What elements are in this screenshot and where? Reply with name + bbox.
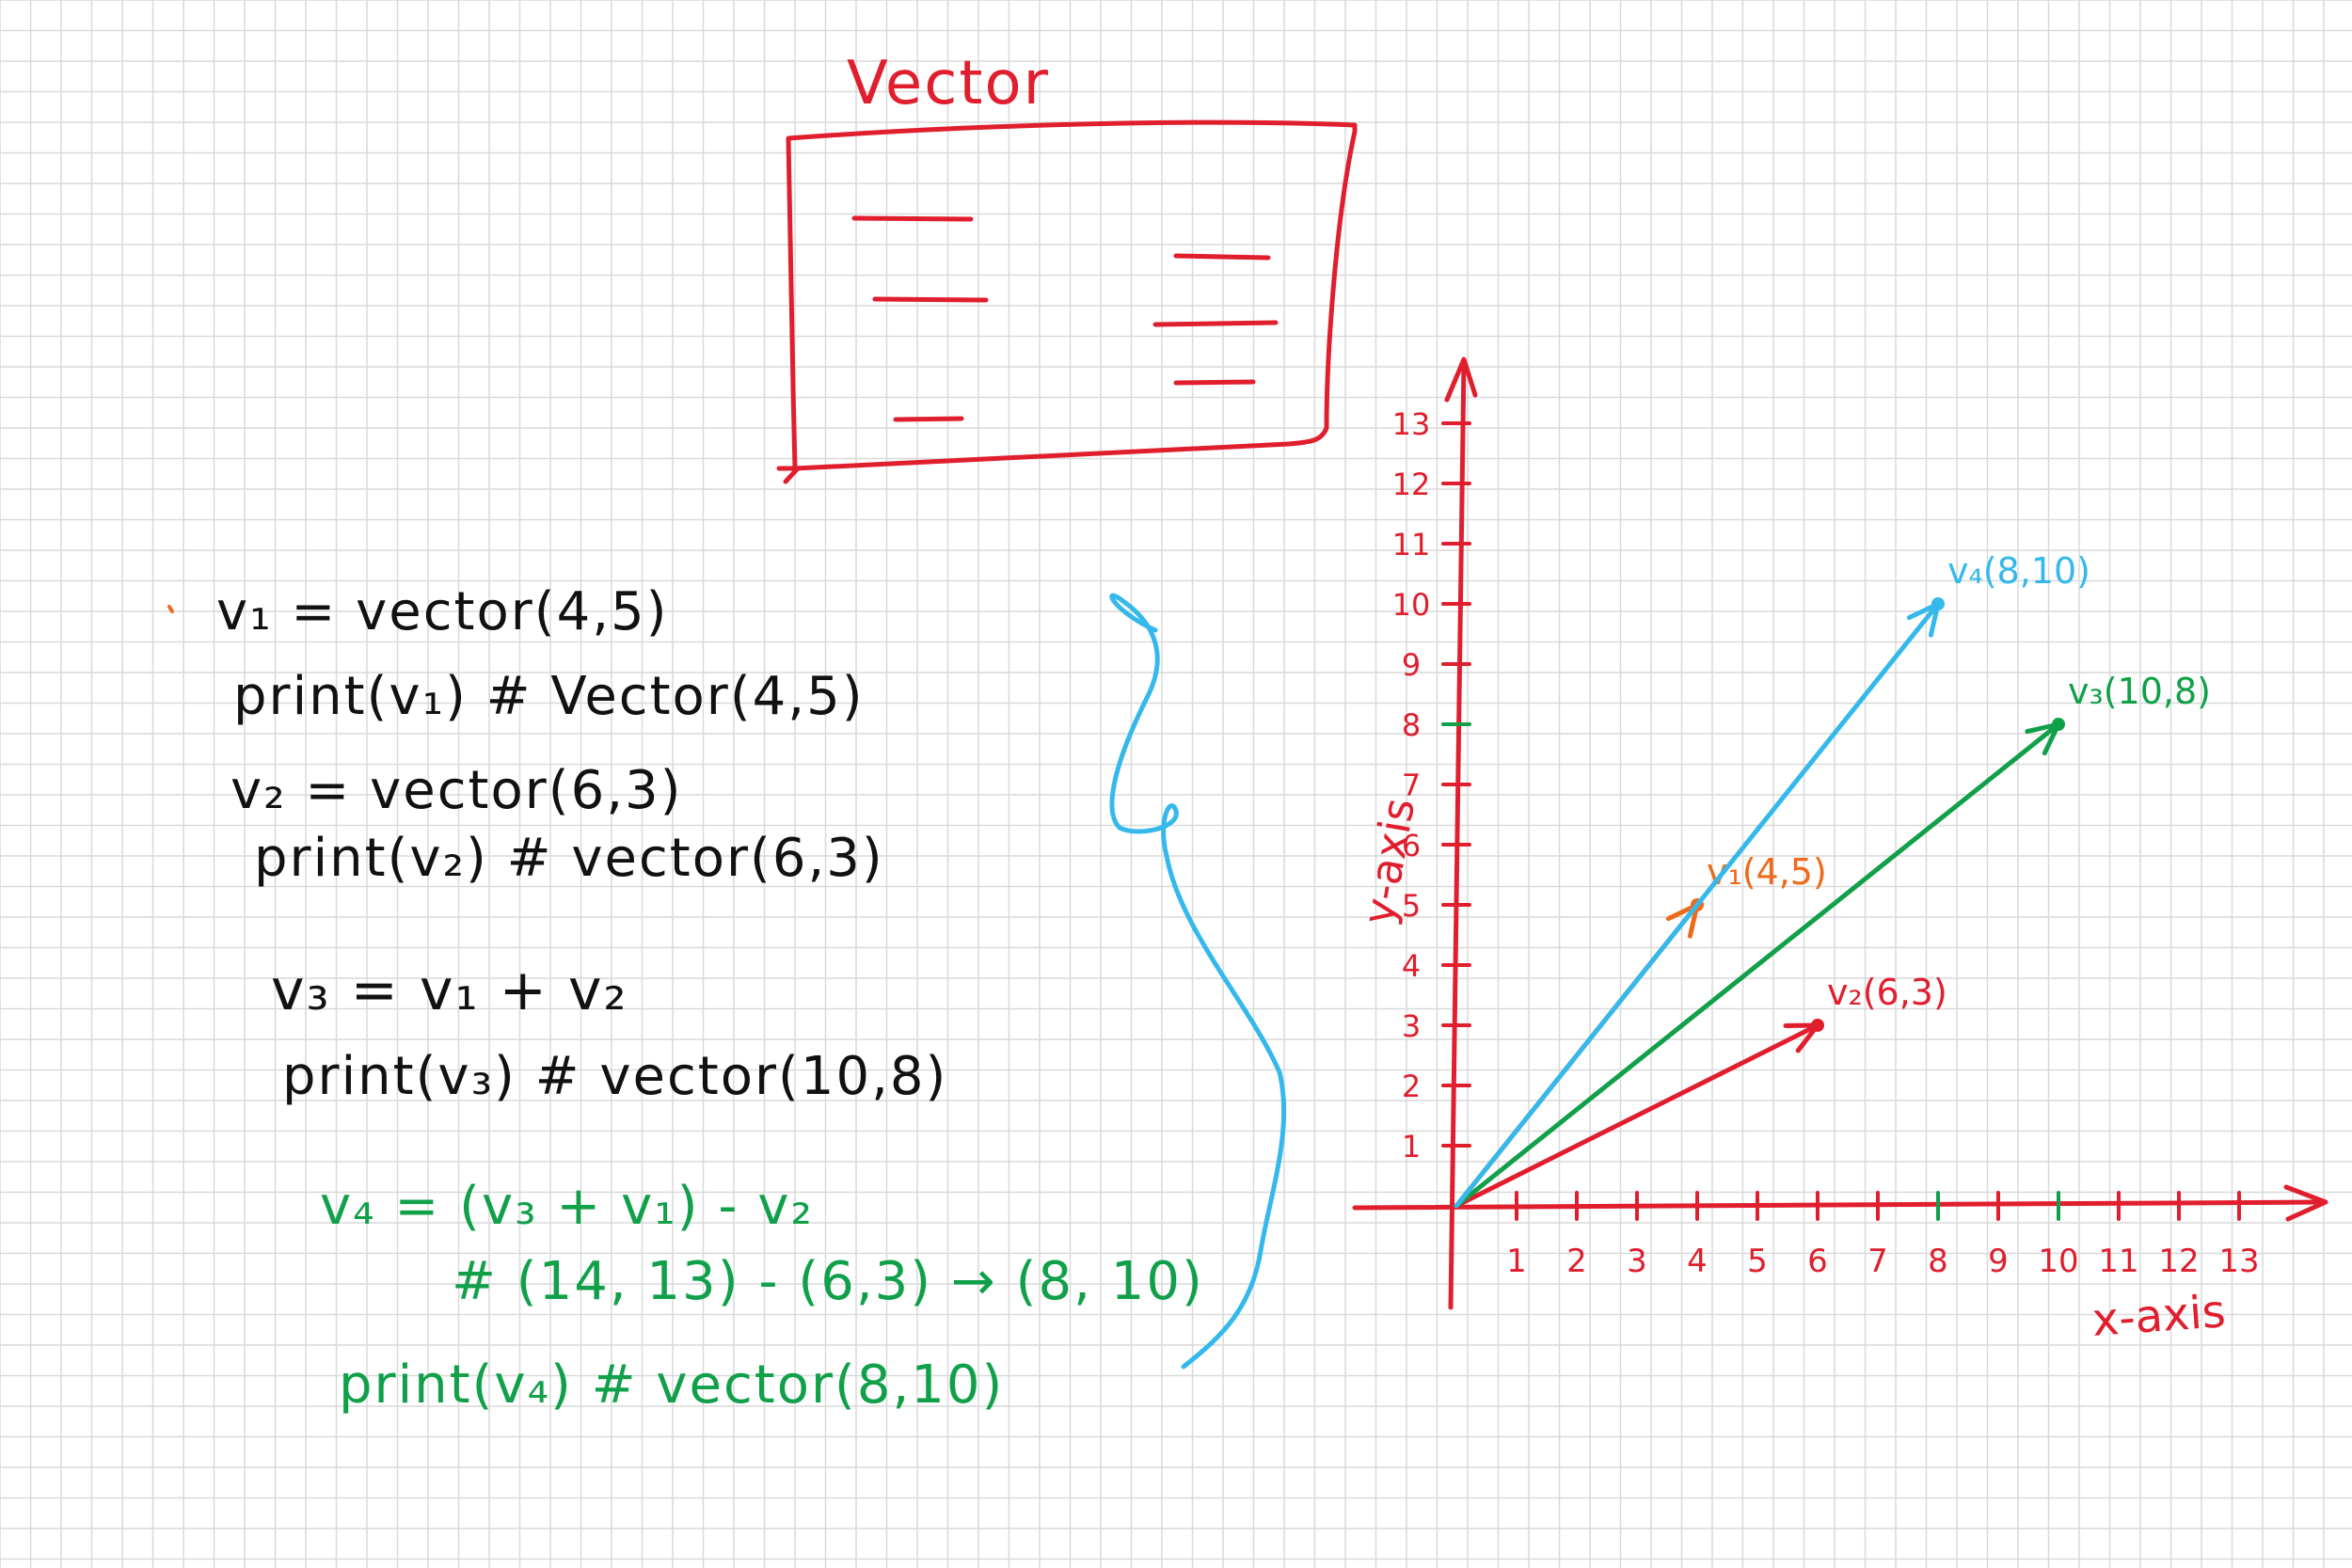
vector-label: v₂(6,3) [1827,972,1947,1013]
x-tick-label: 9 [1988,1243,2009,1280]
vector-endpoint [1811,1019,1824,1032]
curly-brace [1109,593,1287,1370]
x-tick-label: 1 [1506,1243,1527,1280]
note-line-v3: v₃ = v₁ + v₂ [271,958,628,1023]
y-tick-label: 13 [1392,406,1431,442]
x-tick-label: 13 [2218,1243,2259,1280]
y-axis-line [1448,359,1467,1310]
note-line-v4-calc: # (14, 13) - (6,3) → (8, 10) [452,1251,1204,1312]
box-line [851,215,974,222]
vector-box-outline [776,119,1358,484]
x-tick-label: 11 [2098,1243,2138,1280]
box-line [1173,253,1271,261]
x-tick-label: 4 [1687,1243,1708,1280]
vector-line [1454,721,2061,1209]
vector-endpoint [2052,718,2065,731]
box-line [1152,320,1279,327]
y-tick-label: 12 [1392,467,1431,502]
vector-label: v₄(8,10) [1947,550,2090,592]
note-line-print-v3: print(v₃) # vector(10,8) [282,1046,948,1107]
y-tick-label: 9 [1402,647,1421,683]
vector-line [1454,601,1941,1209]
y-tick-label: 11 [1392,527,1431,562]
box-line [872,296,989,303]
x-tick-label: 10 [2038,1243,2078,1280]
y-tick-label: 5 [1402,888,1421,924]
y-axis-arrow [1444,356,1478,403]
y-tick-label: 4 [1402,948,1421,984]
vector-label: v₁(4,5) [1707,851,1827,893]
plot-axes [1352,356,2328,1310]
box-line [1173,379,1256,386]
y-tick-label: 3 [1402,1008,1421,1044]
box-title: Vector [847,49,1050,119]
note-line-v1: v₁ = vector(4,5) [216,581,669,642]
note-line-v2: v₂ = vector(6,3) [230,760,683,821]
x-axis-arrow [2283,1184,2328,1222]
y-tick-label: 8 [1402,707,1421,743]
vector-endpoint [1931,597,1945,610]
note-line-v4: v₄ = (v₃ + v₁) - v₂ [320,1176,814,1237]
x-axis-label: x-axis [2090,1285,2227,1347]
vector-line [1454,1022,1820,1209]
x-tick-label: 3 [1627,1243,1647,1280]
note-line-print-v1: print(v₁) # Vector(4,5) [233,666,865,727]
y-tick-label: 7 [1402,768,1421,803]
note-line-print-v2: print(v₂) # vector(6,3) [254,828,884,889]
y-tick-label: 6 [1402,828,1421,863]
tick-mark [167,605,174,613]
x-tick-label: 8 [1928,1243,1948,1280]
x-tick-label: 2 [1566,1243,1587,1280]
x-tick-label: 12 [2158,1243,2199,1280]
x-tick-label: 7 [1867,1243,1888,1280]
vector-label: v₃(10,8) [2068,671,2211,712]
y-tick-label: 2 [1402,1069,1421,1104]
y-tick-label: 1 [1402,1129,1421,1164]
note-line-print-v4: print(v₄) # vector(8,10) [339,1354,1005,1416]
box-line [893,416,964,422]
x-tick-label: 6 [1807,1243,1828,1280]
y-tick-label: 10 [1392,587,1431,623]
x-tick-label: 5 [1747,1243,1768,1280]
plot-vectors: v₁(4,5) v₂(6,3) v₃(10,8) v₄(8,10) [1454,550,2211,1209]
